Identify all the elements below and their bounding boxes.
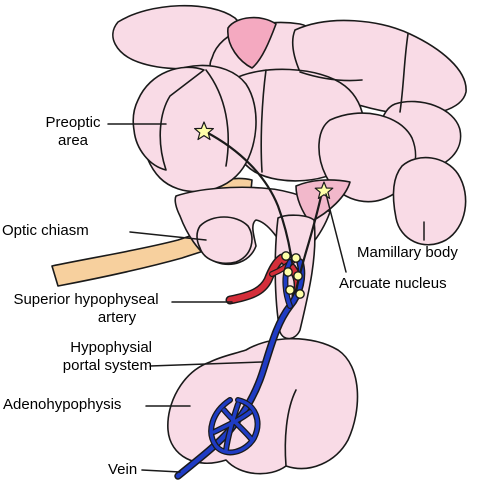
label-mamillary-body: Mamillary body (357, 244, 458, 261)
label-superior-hypophyseal-artery: Superior hypophyseal artery (0, 291, 172, 327)
adenohypophysis-crease (284, 389, 297, 467)
arcuate-neuron-star (314, 181, 334, 199)
cortex-divider-upper (299, 71, 363, 82)
nerve-terminal (295, 289, 305, 299)
label-superior-hypophyseal-artery-line2: artery (97, 309, 137, 326)
brain-nub (227, 16, 277, 69)
label-superior-hypophyseal-artery-line1: Superior hypophyseal (13, 291, 159, 308)
optic-chiasm-body (196, 216, 253, 264)
preoptic-divider (205, 69, 229, 167)
nerve-terminal (283, 267, 293, 277)
label-preoptic-area: Preoptic area (35, 114, 111, 150)
nerve-terminal (293, 271, 303, 281)
brain-lobe-lower-right (318, 112, 417, 203)
preoptic-neuron-star (194, 121, 214, 141)
leader-hypophysial-portal-system (149, 361, 263, 367)
label-optic-chiasm: Optic chiasm (2, 222, 89, 239)
preoptic-axon (204, 130, 294, 264)
cortex-divider-right (399, 33, 409, 113)
preoptic-lobe-back (132, 66, 205, 171)
leader-arcuate-nucleus (325, 193, 347, 273)
label-hypophysial-portal-system-line1: Hypophysial (70, 339, 152, 356)
leader-optic-chiasm (129, 231, 207, 241)
label-adenohypophysis: Adenohypophysis (3, 396, 122, 413)
mamillary-body (392, 156, 467, 246)
cortex-divider-middle (260, 69, 267, 173)
arcuate-nucleus-region (295, 179, 351, 223)
portal-vessel-left-fill (283, 260, 292, 308)
leader-vein (141, 469, 181, 473)
label-hypophysial-portal-system-line2: portal system (62, 357, 152, 374)
portal-plexus-fill (209, 398, 260, 455)
label-hypophysial-portal-system: Hypophysial portal system (34, 339, 152, 375)
label-arcuate-nucleus: Arcuate nucleus (339, 275, 447, 292)
adenohypophysis (167, 337, 359, 475)
arcuate-axon (294, 190, 324, 294)
nerve-terminal (291, 253, 301, 263)
nerve-terminal (285, 285, 295, 295)
label-vein: Vein (108, 461, 138, 478)
label-preoptic-area-line2: area (57, 132, 89, 149)
nerve-terminal (281, 251, 291, 261)
label-preoptic-area-line1: Preoptic (45, 114, 101, 131)
